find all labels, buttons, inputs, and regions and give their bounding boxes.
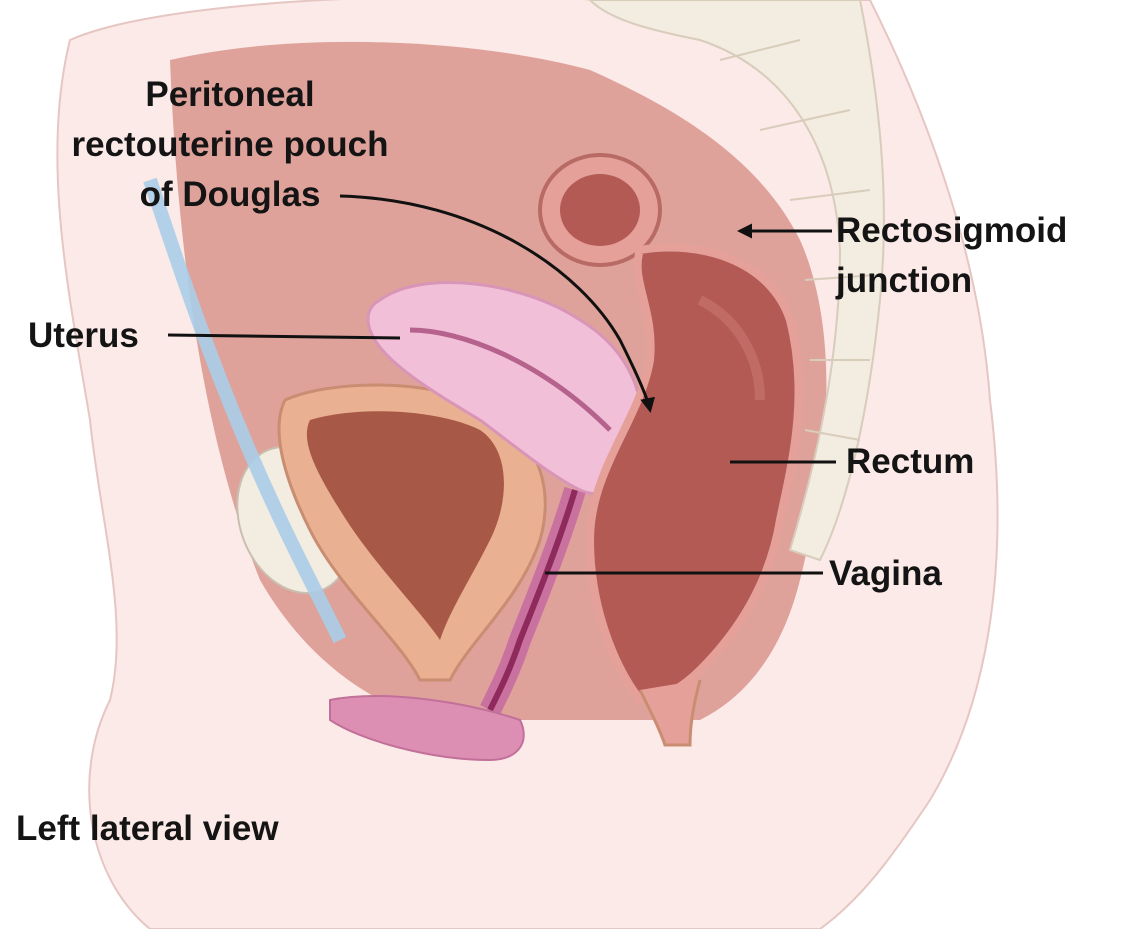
label-rectosigmoid-junction: Rectosigmoid junction bbox=[836, 206, 1067, 306]
label-rectouterine-pouch: Peritoneal rectouterine pouch of Douglas bbox=[30, 70, 430, 220]
label-line: of Douglas bbox=[30, 170, 430, 220]
label-view-orientation: Left lateral view bbox=[16, 804, 279, 854]
label-rectum: Rectum bbox=[846, 437, 974, 487]
label-line: rectouterine pouch bbox=[30, 120, 430, 170]
label-line: junction bbox=[836, 256, 1067, 306]
label-line: Peritoneal bbox=[30, 70, 430, 120]
label-line: Rectosigmoid bbox=[836, 206, 1067, 256]
sigmoid-lumen bbox=[560, 174, 640, 246]
label-vagina: Vagina bbox=[829, 549, 942, 599]
label-uterus: Uterus bbox=[28, 311, 139, 361]
